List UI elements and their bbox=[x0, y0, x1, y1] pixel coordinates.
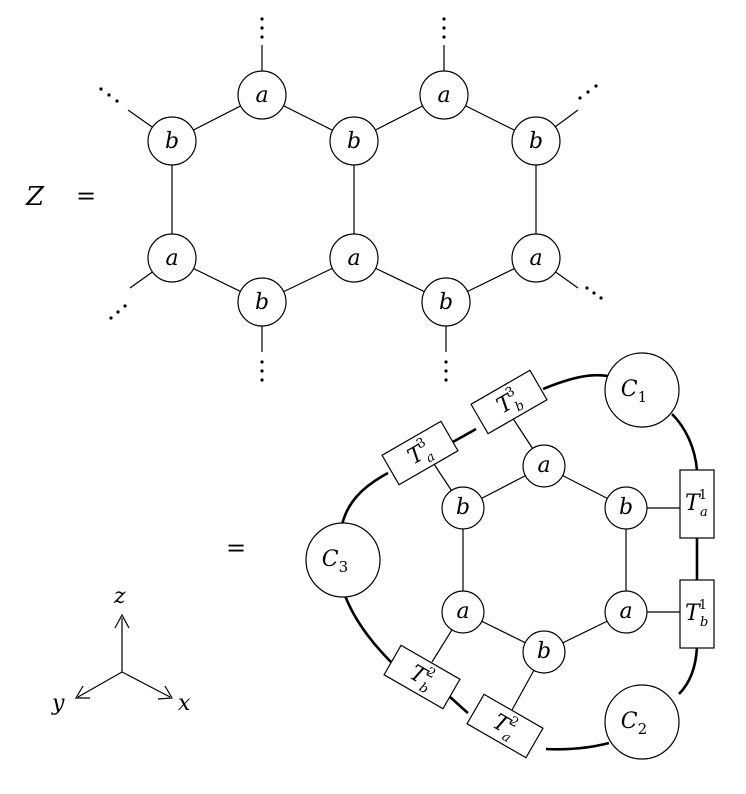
site-tensor-a: a bbox=[441, 590, 485, 634]
edge-tensor-ta1: T1 a bbox=[679, 469, 715, 539]
y-arrowhead bbox=[74, 685, 90, 699]
node-label: b bbox=[529, 129, 543, 154]
env-bond bbox=[671, 413, 699, 471]
node-label: a bbox=[255, 83, 268, 108]
coordinate-axes: z y x bbox=[51, 584, 191, 716]
edge-tensor-ta2: T2a bbox=[466, 693, 544, 759]
environment-bonds bbox=[339, 373, 699, 751]
edge-tensor-tb1: T1 b bbox=[679, 579, 715, 649]
tensor-label-sub: b bbox=[700, 615, 708, 630]
z-axis-label: z bbox=[113, 584, 126, 609]
node-label: b bbox=[619, 495, 633, 520]
svg-text:C2: C2 bbox=[621, 709, 647, 738]
env-bond bbox=[542, 373, 609, 391]
top-lattice: a a b b b a a a bbox=[99, 17, 603, 382]
lattice-node-a: a bbox=[329, 233, 379, 283]
node-label: a bbox=[537, 453, 550, 478]
svg-text:T1b: T1 b bbox=[685, 598, 708, 630]
lattice-node-b: b bbox=[237, 277, 287, 327]
edge-tensor-tb3: T3b bbox=[470, 369, 548, 435]
env-bond bbox=[678, 646, 699, 695]
site-tensor-a: a bbox=[522, 444, 566, 488]
corner-label-sub: 1 bbox=[638, 388, 648, 406]
lattice-node-b: b bbox=[147, 116, 197, 166]
lattice-node-b: b bbox=[511, 116, 561, 166]
z-arrowhead bbox=[114, 613, 130, 629]
lattice-node-a: a bbox=[147, 233, 197, 283]
lattice-bonds bbox=[127, 45, 579, 352]
lattice-node-b: b bbox=[421, 277, 471, 327]
y-axis-label: y bbox=[51, 691, 65, 716]
edge-tensor-ta3: T3a bbox=[381, 420, 459, 486]
site-tensor-b: b bbox=[604, 486, 648, 530]
env-bond bbox=[339, 471, 389, 530]
env-bond bbox=[342, 592, 392, 663]
tensor-label-base: T bbox=[685, 491, 702, 516]
svg-text:T1a: T1 a bbox=[685, 488, 708, 520]
lhs-symbol-z: Z bbox=[25, 182, 45, 212]
lattice-node-a: a bbox=[511, 233, 561, 283]
tensor-label-sup: 1 bbox=[699, 488, 707, 503]
node-label: a bbox=[347, 246, 360, 271]
y-axis-arrow bbox=[77, 671, 123, 698]
svg-text:C1: C1 bbox=[621, 377, 647, 406]
equals-sign-1: = bbox=[76, 182, 96, 210]
corner-tensor-c2: C2 bbox=[604, 684, 680, 760]
site-tensor-a: a bbox=[604, 590, 648, 634]
corner-label-sub: 3 bbox=[339, 558, 349, 576]
edge-tensor-tb2: T2b bbox=[383, 644, 461, 710]
x-axis-arrow bbox=[121, 671, 171, 698]
lattice-node-a: a bbox=[419, 70, 469, 120]
node-label: b bbox=[165, 129, 179, 154]
tensor-label-sup: 1 bbox=[699, 598, 707, 613]
node-label: b bbox=[347, 129, 361, 154]
site-tensor-b: b bbox=[441, 486, 485, 530]
node-label: a bbox=[456, 599, 469, 624]
corner-label-base: C bbox=[621, 709, 638, 734]
node-label: b bbox=[255, 290, 269, 315]
corner-tensor-c1: C1 bbox=[604, 352, 680, 428]
corner-label-base: C bbox=[621, 377, 638, 402]
equals-sign-2: = bbox=[226, 534, 246, 562]
node-label: a bbox=[437, 83, 450, 108]
env-bond bbox=[545, 741, 610, 751]
svg-text:C3: C3 bbox=[322, 547, 348, 576]
tensor-label-base: T bbox=[685, 601, 702, 626]
node-label: a bbox=[619, 599, 632, 624]
node-label: a bbox=[529, 246, 542, 271]
lattice-node-b: b bbox=[329, 116, 379, 166]
env-bond bbox=[449, 696, 469, 715]
x-axis-label: x bbox=[178, 691, 191, 716]
site-tensor-b: b bbox=[522, 630, 566, 674]
corner-label-sub: 2 bbox=[638, 720, 648, 738]
tensor-label-sub: a bbox=[700, 505, 708, 520]
lattice-node-a: a bbox=[237, 70, 287, 120]
corner-tensor-c3: C3 bbox=[305, 522, 381, 598]
node-label: b bbox=[537, 639, 551, 664]
node-label: b bbox=[456, 495, 470, 520]
x-arrowhead bbox=[157, 685, 174, 700]
corner-label-base: C bbox=[322, 547, 339, 572]
node-label: a bbox=[165, 246, 178, 271]
node-label: b bbox=[439, 290, 453, 315]
continuation-dots bbox=[99, 17, 603, 382]
